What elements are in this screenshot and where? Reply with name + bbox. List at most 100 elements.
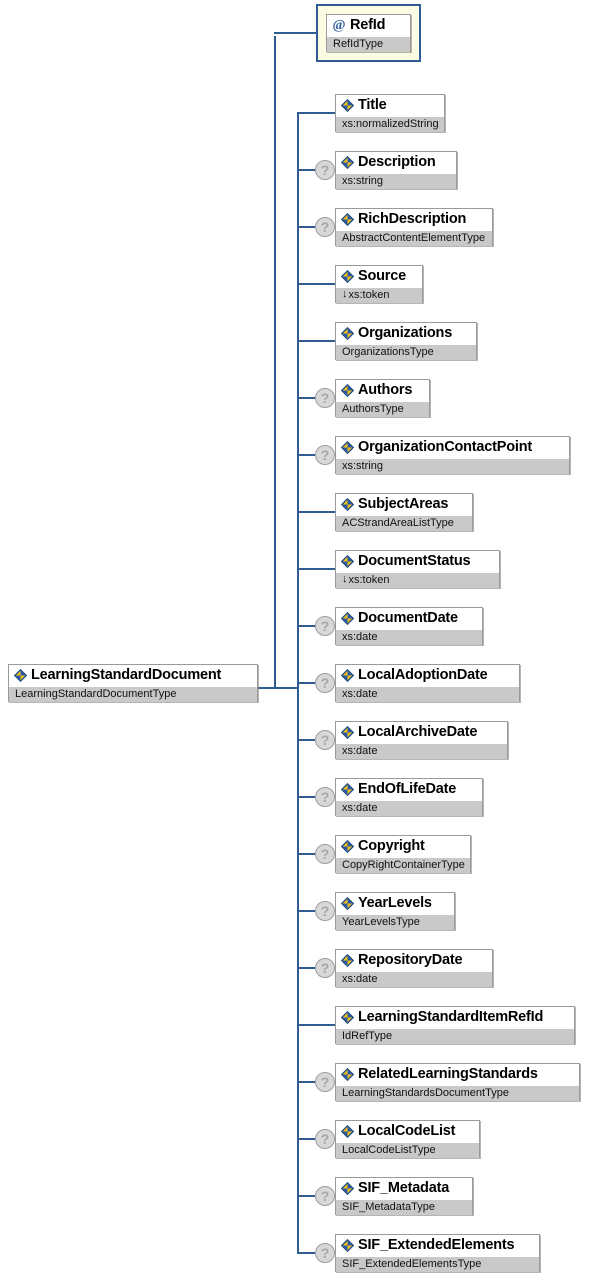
element-node-documentstatus[interactable]: DocumentStatus↓xs:token [335,550,500,588]
element-node-title[interactable]: Title xs:normalizedString [335,94,445,132]
element-diamond-icon [341,1125,354,1138]
optional-question-icon: ? [315,1186,335,1206]
node-type: YearLevelsType [342,916,420,928]
node-type-row: OrganizationsType [336,344,476,360]
attribute-trunk-line [274,36,276,687]
node-type: RefIdType [333,38,384,50]
node-name-row: SubjectAreas [336,494,472,515]
element-diamond-icon [341,612,354,625]
element-branch-line [297,739,315,741]
node-type-row: YearLevelsType [336,914,454,930]
element-node-source[interactable]: Source↓xs:token [335,265,423,303]
element-branch-line [297,112,335,114]
node-type: xs:token [348,289,390,301]
node-name-row: RepositoryDate [336,950,492,971]
element-diamond-icon [341,555,354,568]
element-diamond-icon [341,1068,354,1081]
root-connector-stub [258,687,299,689]
node-type: xs:date [342,745,378,757]
element-diamond-icon [341,1182,354,1195]
element-branch-line [297,454,315,456]
optional-question-icon: ? [315,958,335,978]
element-branch-line [297,910,315,912]
restriction-arrow-icon: ↓ [342,288,348,300]
node-name: Organizations [358,325,453,341]
element-branch-line [297,1138,315,1140]
element-diamond-icon [341,897,354,910]
node-type: xs:string [342,460,383,472]
restriction-arrow-icon: ↓ [342,573,348,585]
optional-question-icon: ? [315,1129,335,1149]
optional-question-icon: ? [315,673,335,693]
node-name: SubjectAreas [358,496,449,512]
node-name-row: Title [336,95,444,116]
element-branch-line [297,853,315,855]
node-type-row: CopyRightContainerType [336,857,470,873]
node-type-row: SIF_MetadataType [336,1199,472,1215]
element-diamond-icon [341,99,354,112]
element-diamond-icon [341,213,354,226]
node-type: LearningStandardsDocumentType [342,1087,509,1099]
node-type-row: xs:date [336,971,492,987]
node-name-row: LocalAdoptionDate [336,665,519,686]
node-name: SIF_ExtendedElements [358,1237,515,1253]
node-name-row: LocalCodeList [336,1121,479,1142]
element-diamond-icon [14,669,27,682]
node-type-row: xs:date [336,743,507,759]
node-name: LocalCodeList [358,1123,456,1139]
node-name-row: Description [336,152,456,173]
element-diamond-icon [341,441,354,454]
node-type-row: AbstractContentElementType [336,230,492,246]
optional-question-icon: ? [315,1243,335,1263]
node-name: RefId [350,17,386,33]
node-type: xs:normalizedString [342,118,439,130]
root-node-name-row: LearningStandardDocument [9,665,257,686]
node-type: AuthorsType [342,403,404,415]
node-type-row: xs:date [336,629,482,645]
element-branch-line [297,340,335,342]
optional-question-icon: ? [315,730,335,750]
element-diamond-icon [341,783,354,796]
node-name-row: Copyright [336,836,470,857]
element-diamond-icon [341,669,354,682]
node-type: xs:date [342,631,378,643]
element-branch-line [297,1081,315,1083]
node-type: LocalCodeListType [342,1144,436,1156]
element-branch-line [297,682,315,684]
element-branch-line [297,796,315,798]
optional-question-icon: ? [315,616,335,636]
node-type: ACStrandAreaListType [342,517,454,529]
node-name-row: YearLevels [336,893,454,914]
node-type-row: ↓xs:token [336,572,499,588]
element-branch-line [297,967,315,969]
root-node-type: LearningStandardDocumentType [15,688,177,700]
node-name: Authors [358,382,413,398]
element-branch-line [297,1195,315,1197]
node-name-row: SIF_ExtendedElements [336,1235,539,1256]
node-name-row: EndOfLifeDate [336,779,482,800]
node-type-row: xs:normalizedString [336,116,444,132]
node-type-row: LearningStandardsDocumentType [336,1085,579,1101]
attribute-branch-line [274,32,316,34]
root-node-learningstandarddocument[interactable]: LearningStandardDocument LearningStandar… [8,664,258,702]
node-type: OrganizationsType [342,346,434,358]
